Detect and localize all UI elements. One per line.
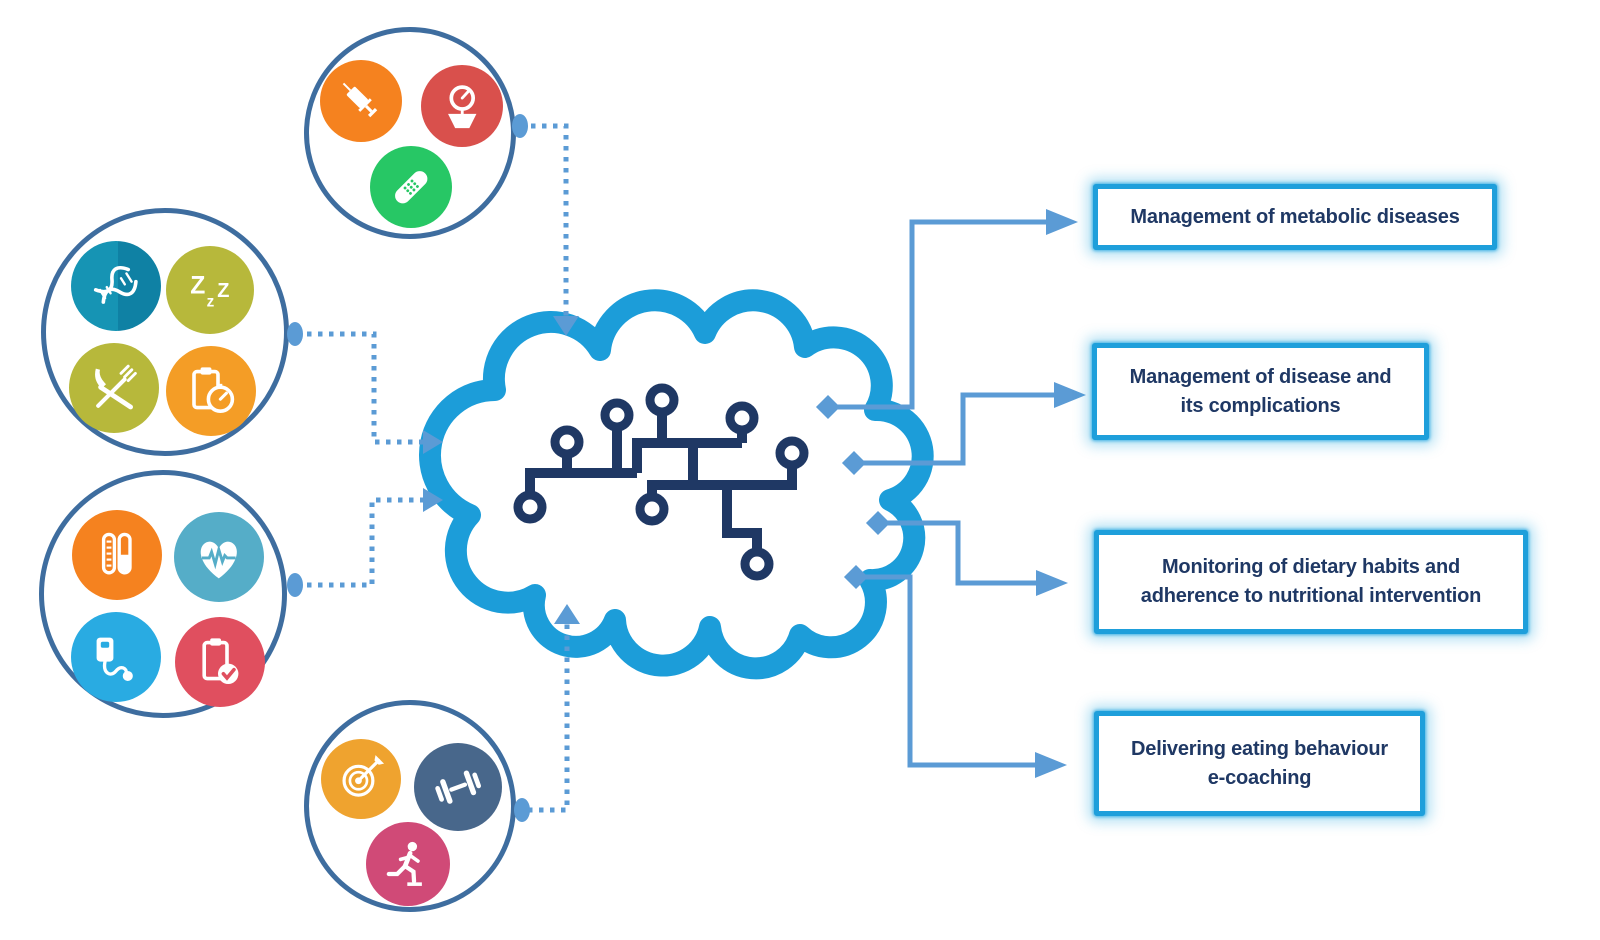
circuit-traces — [525, 414, 797, 551]
medical-record-check-icon — [175, 617, 265, 707]
medical-record-check-glyph — [202, 638, 239, 685]
clinical-data-cluster — [39, 470, 287, 718]
output-box-metabolic-diseases: Management of metabolic diseases — [1093, 184, 1497, 250]
dotted-arrow-treatment-to-brain — [520, 123, 569, 318]
dna-glyph — [94, 266, 138, 305]
output-box-line: e-coaching — [1207, 766, 1312, 789]
blood-pressure-glyph — [96, 637, 134, 682]
output-box-line: adherence to nutritional intervention — [1140, 585, 1482, 607]
output-box-dietary-monitoring: Monitoring of dietary habits and adheren… — [1094, 530, 1528, 634]
dumbbell-icon — [414, 743, 502, 831]
dotted-arrow-lifestyle-to-brain — [296, 331, 424, 445]
target-dart-icon — [321, 739, 401, 819]
utensils-icon — [69, 343, 159, 433]
diet-log-stopwatch-glyph — [192, 367, 235, 414]
output-box-line: Management of metabolic diseases — [1130, 205, 1460, 228]
sleep-zzz-glyph: Z z Z — [190, 273, 229, 311]
circuit-nodes — [513, 383, 809, 581]
zzz-letter-2: z — [206, 293, 214, 310]
runner-icon — [366, 822, 450, 906]
ai-brain-circuit — [419, 289, 934, 680]
blood-pressure-icon — [71, 612, 161, 702]
zzz-letter-1: Z — [190, 273, 205, 300]
lifestyle-cluster: Z z Z — [41, 208, 289, 456]
output-box-line: Management of disease and — [1129, 365, 1392, 388]
test-tubes-glyph — [102, 532, 132, 575]
dotted-arrow-clinical-to-brain — [296, 497, 424, 588]
output-box-line: Delivering eating behaviour — [1131, 737, 1388, 760]
utensils-glyph — [95, 364, 138, 410]
weight-scale-icon — [421, 65, 503, 147]
heart-ecg-icon — [174, 512, 264, 602]
output-box-line: Monitoring of dietary habits and — [1161, 556, 1461, 578]
medical-treatment-cluster — [304, 27, 516, 239]
zzz-letter-3: Z — [217, 280, 229, 302]
dna-icon — [71, 241, 161, 331]
bandage-glyph — [394, 170, 428, 204]
runner-glyph — [386, 841, 422, 887]
output-box-ecoaching: Delivering eating behaviour e-coaching — [1094, 711, 1425, 816]
solid-arrowheads — [1035, 209, 1086, 778]
target-dart-glyph — [342, 755, 385, 798]
syringe-glyph — [342, 82, 377, 117]
output-box-line: its complications — [1180, 394, 1341, 417]
bandage-icon — [370, 146, 452, 228]
sleep-zzz-icon: Z z Z — [166, 246, 254, 334]
output-box-disease-complications: Management of disease and its complicati… — [1092, 343, 1429, 440]
diet-log-stopwatch-icon — [166, 346, 256, 436]
dumbbell-glyph — [435, 770, 481, 804]
heart-ecg-glyph — [200, 541, 238, 579]
physical-activity-cluster — [304, 700, 516, 912]
syringe-icon — [320, 60, 402, 142]
test-tubes-icon — [72, 510, 162, 600]
weight-scale-glyph — [447, 85, 477, 128]
